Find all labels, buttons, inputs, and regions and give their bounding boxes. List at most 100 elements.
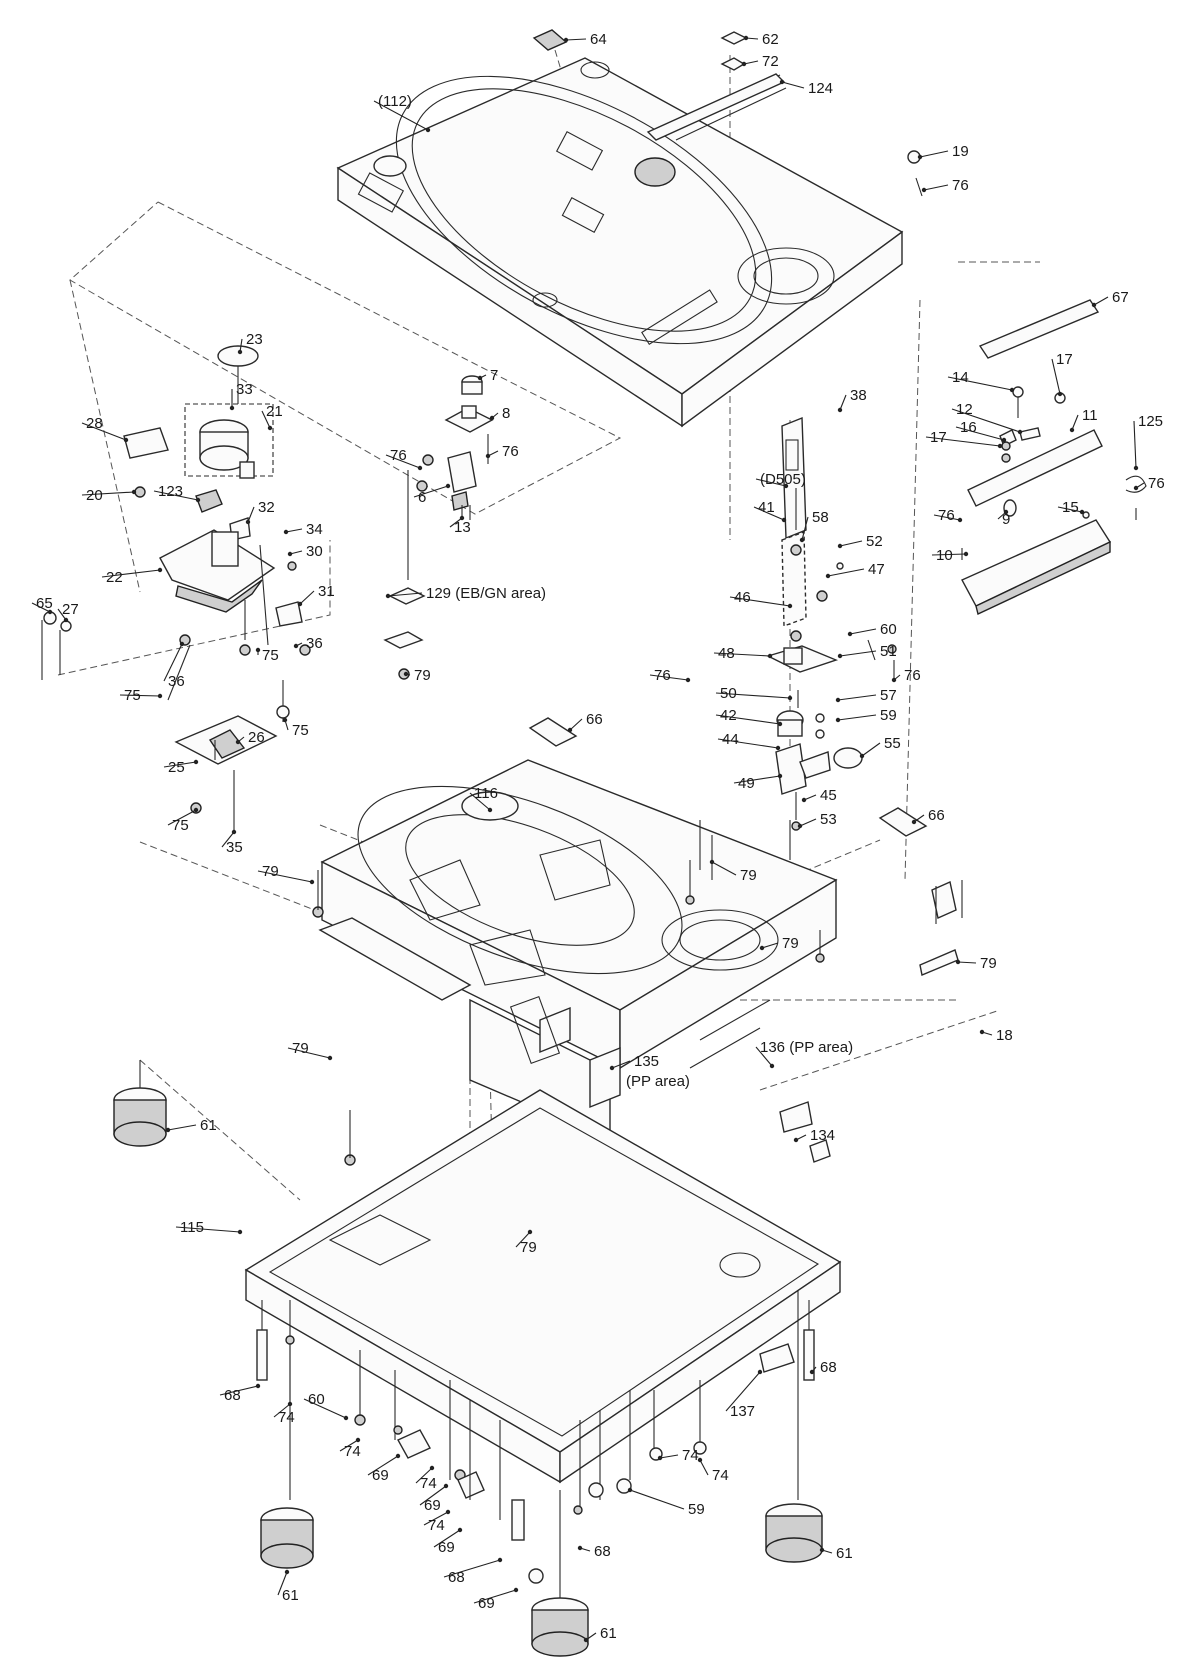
callout-label: 136 (PP area): [760, 1039, 853, 1056]
callout-label: 17: [930, 429, 947, 446]
leader-arrowhead: [609, 1065, 615, 1071]
leader-line: [931, 553, 967, 556]
callout-c27: 27: [57, 601, 79, 623]
leader-line: [923, 184, 949, 191]
leader-arrowhead: [757, 1369, 763, 1375]
callout-c42: 42: [715, 707, 783, 727]
callout-label: 51: [880, 643, 897, 660]
leader-arrowhead: [395, 1453, 401, 1459]
callout-label: 79: [520, 1239, 537, 1256]
callout-label: 129 (EB/GN area): [426, 585, 546, 602]
callout-c8: 8: [489, 405, 510, 422]
leader-line: [649, 674, 689, 681]
callout-c36a: 36: [293, 635, 323, 652]
callout-c41: 41: [753, 499, 787, 523]
leader-arrowhead: [284, 1569, 290, 1575]
callout-c66b: 66: [911, 807, 945, 825]
callout-label: 74: [712, 1467, 729, 1484]
leader-line: [715, 714, 781, 725]
callout-label: 13: [454, 519, 471, 536]
callout-c76c: 76: [485, 443, 519, 460]
callout-label: 74: [428, 1517, 445, 1534]
leader-arrowhead: [195, 497, 201, 503]
callout-label: 42: [720, 707, 737, 724]
callout-label: 79: [782, 935, 799, 952]
leader-line: [81, 491, 135, 496]
callout-label: 58: [812, 509, 829, 526]
leader-line: [957, 961, 977, 964]
callout-label: 6: [418, 489, 426, 506]
leader-arrowhead: [245, 519, 251, 525]
callout-label: 76: [502, 443, 519, 460]
callout-c76a: 76: [921, 177, 969, 194]
callout-c74b: 74: [339, 1437, 361, 1460]
leader-arrowhead: [837, 653, 843, 659]
callout-c74d: 74: [423, 1509, 451, 1534]
callout-c49: 49: [733, 773, 783, 792]
leader-line: [261, 410, 271, 429]
callout-label: 66: [928, 807, 945, 824]
leader-arrowhead: [487, 807, 493, 813]
callout-label: 137: [730, 1403, 755, 1420]
leader-arrowhead: [193, 759, 199, 765]
callout-label: 61: [836, 1545, 853, 1562]
callout-label: 38: [850, 387, 867, 404]
callout-c17a: 17: [1051, 351, 1073, 397]
callout-label: 8: [502, 405, 510, 422]
leader-arrowhead: [859, 753, 865, 759]
callout-c60b: 60: [303, 1391, 349, 1421]
callout-c14: 14: [947, 369, 1015, 393]
callout-label: 135: [634, 1053, 659, 1070]
callout-c28: 28: [81, 415, 129, 443]
callout-c46: 46: [729, 589, 793, 609]
leader-arrowhead: [583, 1637, 589, 1643]
leader-arrowhead: [513, 1587, 519, 1593]
leader-line: [153, 490, 199, 501]
callout-c69d: 69: [473, 1587, 519, 1612]
leader-line: [285, 528, 303, 533]
leader-line: [277, 1571, 288, 1596]
leader-line: [247, 506, 255, 523]
leader-line: [839, 650, 877, 657]
callout-c68d: 68: [809, 1359, 837, 1376]
callout-c11: 11: [1069, 407, 1098, 433]
callout-label: 26: [248, 729, 265, 746]
leader-line: [919, 150, 949, 158]
leader-arrowhead: [157, 567, 163, 573]
leader-arrowhead: [63, 617, 69, 623]
leader-arrowhead: [237, 349, 243, 355]
callout-c34: 34: [283, 521, 323, 538]
leader-arrowhead: [921, 187, 927, 193]
leader-line: [565, 38, 587, 41]
leader-line: [933, 514, 961, 521]
leader-arrowhead: [489, 415, 495, 421]
callout-label: 21: [266, 403, 283, 420]
leader-line: [801, 516, 809, 541]
leader-arrowhead: [963, 551, 969, 557]
leader-arrowhead: [979, 1029, 985, 1035]
leader-line: [1071, 414, 1079, 431]
leader-line: [423, 1511, 449, 1526]
callout-c112: (112): [373, 93, 431, 133]
callout-label: 79: [292, 1040, 309, 1057]
leader-line: [849, 628, 877, 635]
leader-arrowhead: [1079, 509, 1085, 515]
leader-arrowhead: [685, 677, 691, 683]
callout-c135: 135: [609, 1053, 659, 1071]
callout-label: 75: [262, 647, 279, 664]
callout-label: 75: [292, 722, 309, 739]
leader-arrowhead: [809, 1369, 815, 1375]
callout-c129: 129 (EB/GN area): [385, 585, 546, 602]
leader-arrowhead: [1133, 465, 1139, 471]
leader-line: [415, 1467, 433, 1484]
leader-arrowhead: [799, 537, 805, 543]
leader-arrowhead: [837, 407, 843, 413]
leader-arrowhead: [957, 517, 963, 523]
callout-label: 68: [594, 1543, 611, 1560]
callout-label: 116: [474, 785, 498, 802]
callout-c61a: 61: [165, 1117, 217, 1134]
leader-arrowhead: [797, 823, 803, 829]
leader-line: [1057, 506, 1083, 513]
leader-arrowhead: [343, 1415, 349, 1421]
